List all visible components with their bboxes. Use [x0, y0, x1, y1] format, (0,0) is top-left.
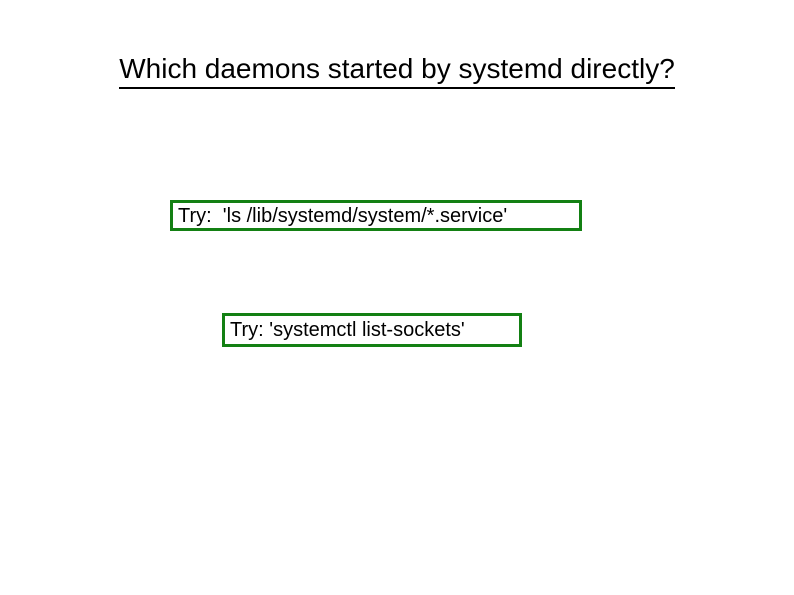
page-title: Which daemons started by systemd directl…: [0, 52, 794, 89]
callout-text-try-ls-service-files: Try: 'ls /lib/systemd/system/*.service': [178, 204, 508, 227]
callout-box-try-systemctl-list-sockets: Try: 'systemctl list-sockets': [222, 313, 522, 347]
page-title-text: Which daemons started by systemd directl…: [119, 52, 675, 89]
callout-box-try-ls-service-files: Try: 'ls /lib/systemd/system/*.service': [170, 200, 582, 231]
callout-text-try-systemctl-list-sockets: Try: 'systemctl list-sockets': [230, 319, 465, 341]
